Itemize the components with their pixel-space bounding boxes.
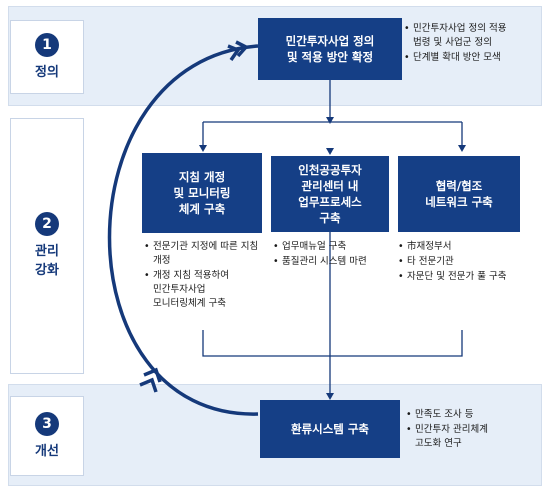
box-guideline-monitoring: 지침 개정 및 모니터링 체계 구축 bbox=[142, 153, 262, 233]
arrowhead-bottom bbox=[326, 393, 334, 400]
stage-define: 1 정의 bbox=[10, 20, 84, 94]
list-item: 민간투자 관리체계 고도화 연구 bbox=[406, 423, 538, 451]
list-item: 만족도 조사 등 bbox=[406, 408, 538, 422]
stage-label: 관리 강화 bbox=[35, 244, 59, 278]
stage-manage: 2 관리 강화 bbox=[10, 118, 84, 374]
notes-right: 市재정부서 타 전문기관 자문단 및 전문가 풀 구축 bbox=[398, 240, 538, 285]
arc-chevron-bottom-2 bbox=[143, 367, 162, 383]
stage-number: 3 bbox=[35, 411, 59, 436]
box-network: 협력/협조 네트워크 구축 bbox=[398, 156, 520, 232]
list-item: 市재정부서 bbox=[398, 240, 538, 254]
connector-merge bbox=[202, 330, 463, 357]
stage-number: 1 bbox=[35, 32, 59, 57]
stage-improve: 3 개선 bbox=[10, 396, 84, 476]
list-item: 개정 지침 적용하여 민간투자사업 모니터링체계 구축 bbox=[144, 269, 268, 311]
arrowhead-right bbox=[458, 145, 466, 152]
arc-chevron-top-2 bbox=[227, 44, 241, 62]
box-internal-process: 인천공공투자 관리센터 내 업무프로세스 구축 bbox=[271, 156, 389, 232]
arrowhead-center bbox=[326, 148, 334, 155]
stage-number: 2 bbox=[35, 212, 59, 236]
list-item: 품질관리 시스템 마련 bbox=[273, 255, 393, 269]
list-item: 민간투자사업 정의 적용 법령 및 사업군 정의 bbox=[404, 22, 542, 50]
stage-label: 개선 bbox=[35, 443, 59, 459]
stage-label: 정의 bbox=[35, 64, 59, 80]
list-item: 업무매뉴얼 구축 bbox=[273, 240, 393, 254]
arc-chevron-top-1 bbox=[235, 40, 249, 58]
list-item: 단계별 확대 방안 모색 bbox=[404, 51, 542, 65]
notes-top: 민간투자사업 정의 적용 법령 및 사업군 정의 단계별 확대 방안 모색 bbox=[404, 22, 542, 66]
list-item: 자문단 및 전문가 풀 구축 bbox=[398, 270, 538, 284]
list-item: 타 전문기관 bbox=[398, 255, 538, 269]
arc-chevron-bottom-1 bbox=[139, 377, 158, 393]
box-definition: 민간투자사업 정의 및 적용 방안 확정 bbox=[258, 18, 402, 80]
feedback-arc bbox=[107, 44, 259, 416]
arrowhead-top bbox=[326, 117, 334, 124]
notes-center: 업무매뉴얼 구축 품질관리 시스템 마련 bbox=[273, 240, 393, 270]
notes-left: 전문기관 지정에 따른 지침 개정 개정 지침 적용하여 민간투자사업 모니터링… bbox=[144, 240, 268, 312]
list-item: 전문기관 지정에 따른 지침 개정 bbox=[144, 240, 268, 268]
notes-bottom: 만족도 조사 등 민간투자 관리체계 고도화 연구 bbox=[406, 408, 538, 452]
arrowhead-left bbox=[199, 145, 207, 152]
box-feedback-system: 환류시스템 구축 bbox=[260, 400, 400, 458]
